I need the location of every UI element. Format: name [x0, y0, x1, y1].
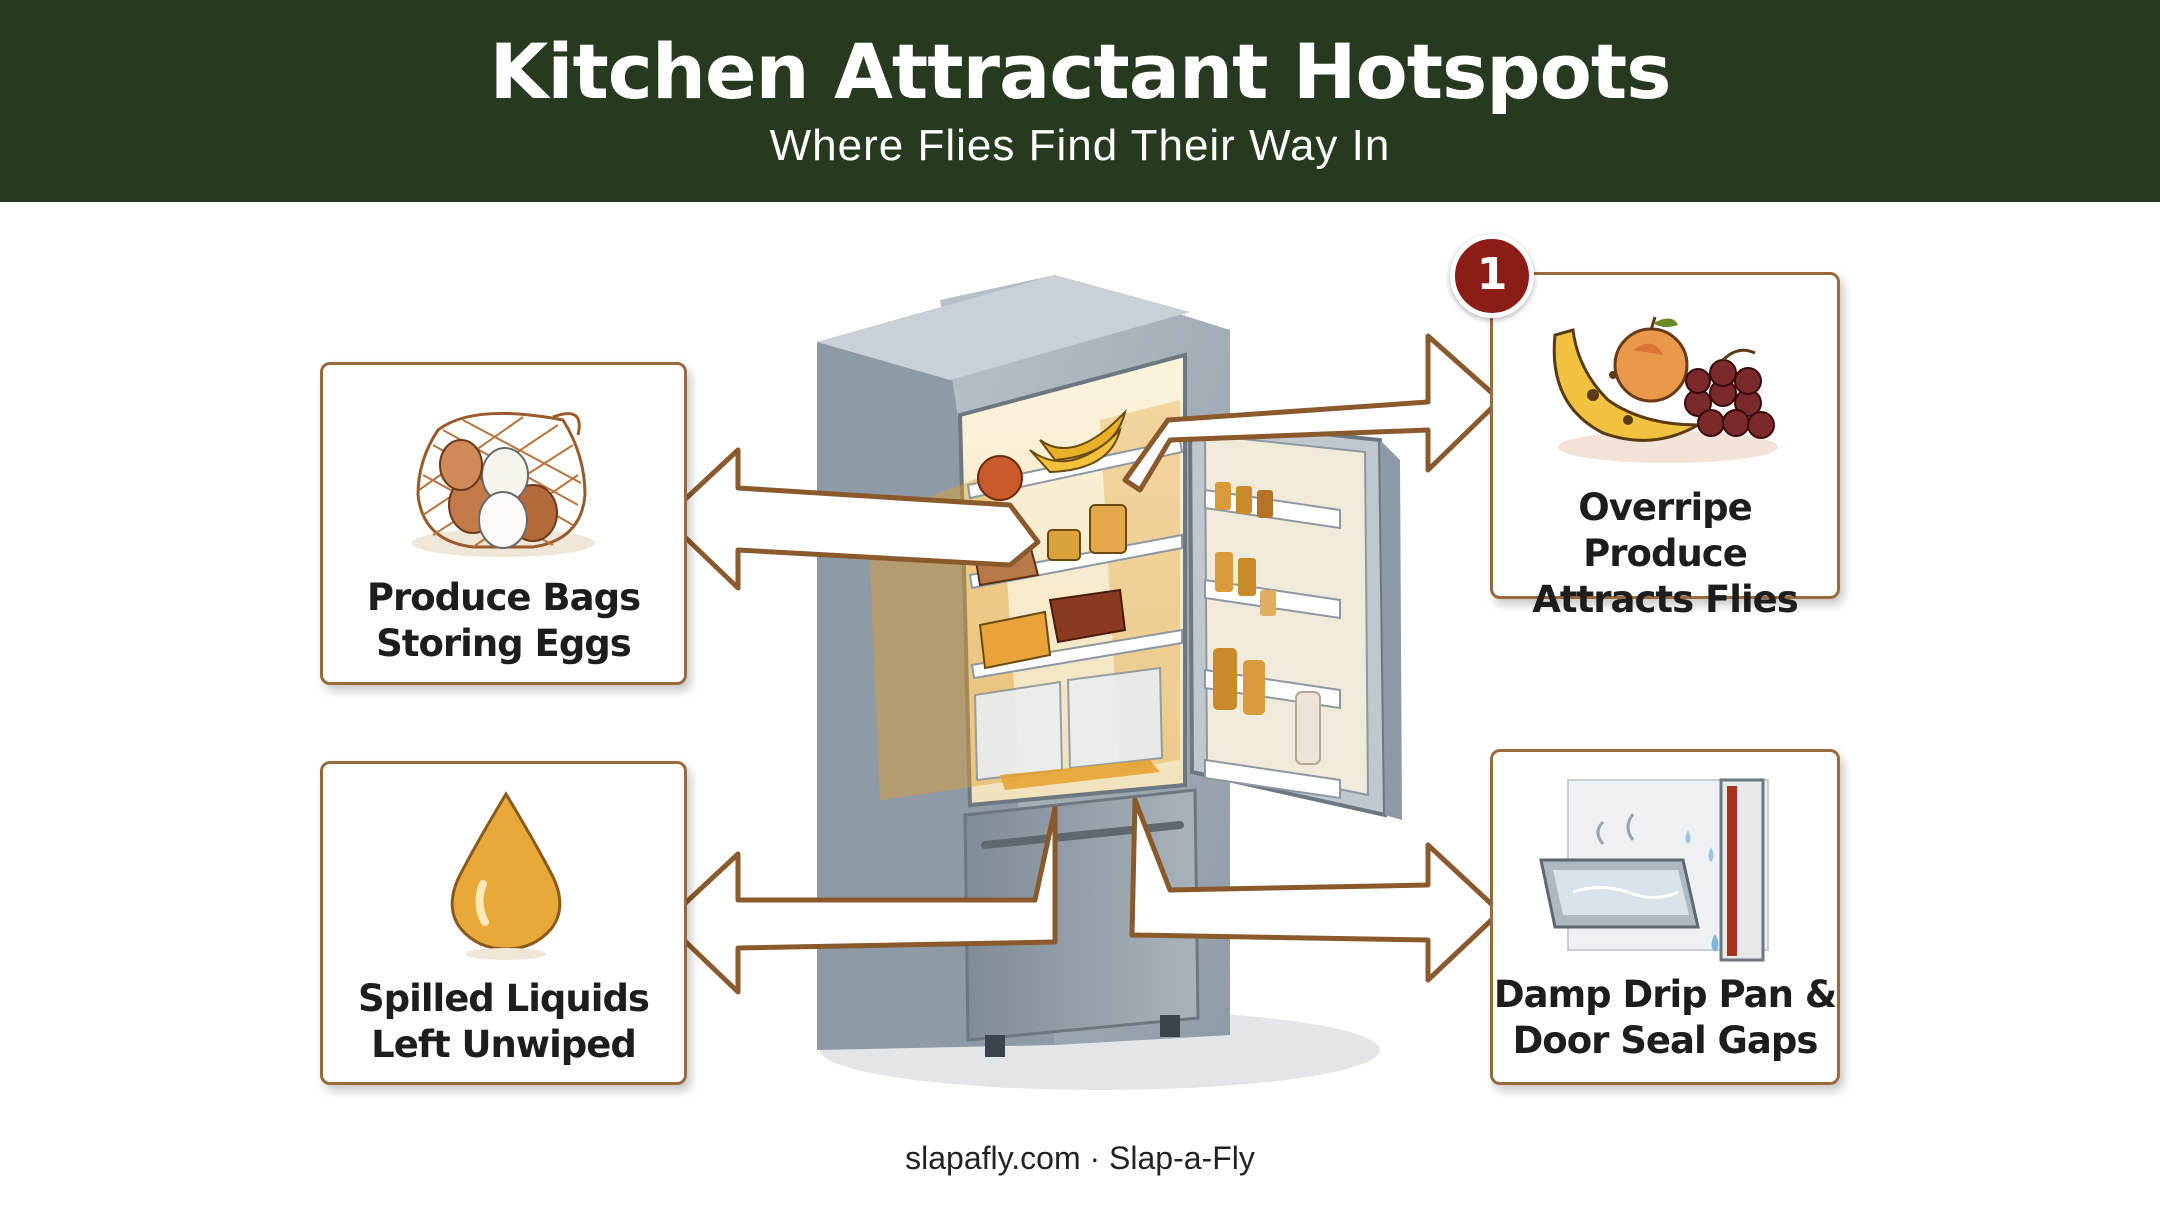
card-label: Damp Drip Pan & Door Seal Gaps — [1493, 973, 1837, 1062]
egg-net-bag-icon — [411, 411, 595, 557]
overripe-fruit-icon — [1552, 316, 1778, 463]
liquid-drop-icon — [450, 791, 562, 960]
footer-credit: slapafly.com · Slap-a-Fly — [905, 1140, 1255, 1176]
card-label: Overripe Produce Attracts Flies — [1532, 486, 1799, 621]
drip-pan-icon — [1539, 778, 1769, 962]
card-produce-bags-eggs: Produce Bags Storing Eggs — [320, 362, 687, 685]
card-label: Spilled Liquids Left Unwiped — [358, 977, 650, 1066]
page-title: Kitchen Attractant Hotspots — [489, 27, 1672, 116]
page-subtitle: Where Flies Find Their Way In — [769, 121, 1391, 170]
arrow-to-produce — [1122, 333, 1503, 493]
card-spilled-liquids: Spilled Liquids Left Unwiped — [320, 761, 687, 1085]
hotspot-number-badge: 1 — [1450, 234, 1534, 318]
card-overripe-produce: Overripe Produce Attracts Flies — [1490, 272, 1840, 621]
card-damp-drip-pan: Damp Drip Pan & Door Seal Gaps — [1490, 749, 1840, 1085]
header-banner: Kitchen Attractant Hotspots Where Flies … — [0, 0, 2160, 202]
card-label: Produce Bags Storing Eggs — [366, 576, 641, 665]
